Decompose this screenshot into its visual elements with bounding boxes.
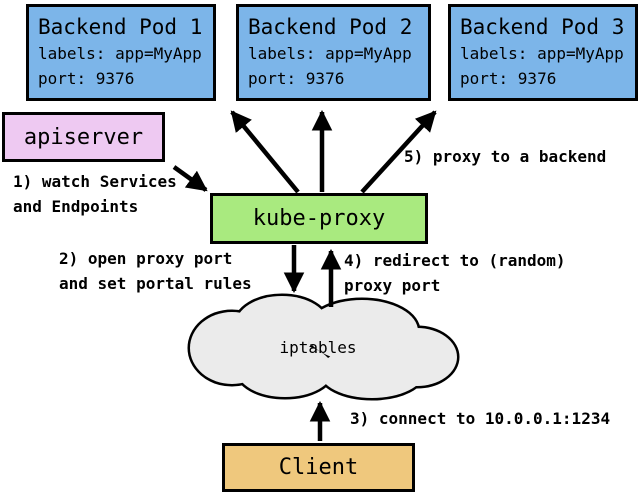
backend-pod-2-box: Backend Pod 2 labels: app=MyApp port: 93… bbox=[236, 4, 431, 101]
kube-proxy-label: kube-proxy bbox=[252, 206, 386, 231]
backend-pod-2-labels: labels: app=MyApp bbox=[248, 44, 412, 63]
client-box: Client bbox=[222, 443, 415, 492]
backend-pod-1-box: Backend Pod 1 labels: app=MyApp port: 93… bbox=[26, 4, 216, 101]
annotation-step4-redirect: 4) redirect to (random) proxy port bbox=[344, 251, 566, 295]
annotation-step2-open-proxy-port: 2) open proxy port and set portal rules bbox=[59, 249, 252, 293]
backend-pod-3-labels: labels: app=MyApp bbox=[460, 44, 624, 63]
arrow-kube-proxy-to-pod1 bbox=[230, 110, 300, 194]
annotation-step1-watch-services: 1) watch Services and Endpoints bbox=[13, 172, 177, 216]
backend-pod-1-labels: labels: app=MyApp bbox=[38, 44, 202, 63]
backend-pod-3-port: port: 9376 bbox=[460, 69, 557, 88]
backend-pod-2-title: Backend Pod 2 bbox=[248, 15, 413, 39]
kube-proxy-box: kube-proxy bbox=[210, 193, 428, 244]
annotation-step5-proxy-to-backend: 5) proxy to a backend bbox=[404, 147, 607, 166]
iptables-label: iptables bbox=[279, 338, 357, 357]
backend-pod-3-box: Backend Pod 3 labels: app=MyApp port: 93… bbox=[448, 4, 638, 101]
backend-pod-1-title: Backend Pod 1 bbox=[38, 15, 203, 39]
backend-pod-2-port: port: 9376 bbox=[248, 69, 345, 88]
apiserver-label: apiserver bbox=[23, 124, 144, 150]
annotation-step3-connect: 3) connect to 10.0.0.1:1234 bbox=[350, 409, 611, 428]
backend-pod-3-title: Backend Pod 3 bbox=[460, 15, 625, 39]
arrow-apiserver-to-kube-proxy bbox=[172, 165, 208, 192]
client-label: Client bbox=[278, 455, 359, 480]
iptables-cloud-fill bbox=[190, 296, 457, 398]
arrow-kube-proxy-to-pod3 bbox=[360, 110, 437, 194]
apiserver-box: apiserver bbox=[2, 112, 165, 162]
backend-pod-1-port: port: 9376 bbox=[38, 69, 135, 88]
